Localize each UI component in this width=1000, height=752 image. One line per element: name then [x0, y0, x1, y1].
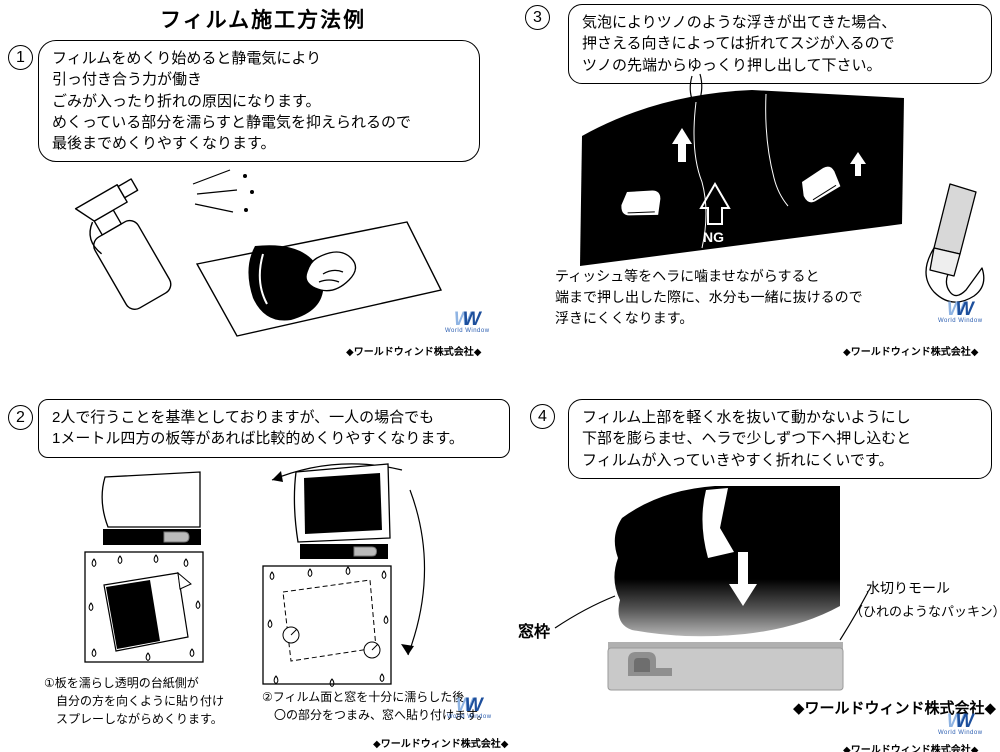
squeegee-icon	[802, 166, 841, 203]
world-window-mark: WW	[938, 712, 983, 731]
spray-bottle-icon	[74, 178, 172, 310]
window-frame-pointer-line	[554, 595, 616, 629]
logo-letter: W	[462, 309, 481, 330]
step2-number: 2	[8, 405, 33, 430]
squeegee-icon	[621, 190, 661, 216]
logo-subtext: World Window	[445, 328, 490, 334]
logo-letter: W	[464, 695, 483, 716]
door-panel-icon	[607, 642, 844, 691]
step3-instructions: 気泡によりツノのような浮きが出てきた場合、 押さえる向きによっては折れてスジが入…	[568, 4, 992, 84]
step4-instructions: フィルム上部を軽く水を抜いて動かないようにし 下部を膨らませ、ヘラで少しずつ下へ…	[568, 399, 992, 479]
tinted-window-icon	[580, 90, 904, 266]
company-name: ◆ワールドウィンド株式会社◆	[843, 347, 979, 358]
logo-letter: W	[946, 299, 965, 320]
pinch-point-icon	[363, 641, 381, 659]
ng-label: NG	[703, 229, 724, 245]
step2-caption-1: ①板を濡らし透明の台紙側が 自分の方を向くように貼り付け スプレーしながらめくり…	[44, 676, 225, 726]
board-with-film-icon	[293, 463, 391, 559]
step3-note: ティッシュ等をヘラに噛ませながらすると 端まで押し出した際に、水分も一緒に抜ける…	[555, 268, 863, 326]
world-window-mark: WW	[938, 300, 983, 319]
ng-arrow-icon: NG	[699, 182, 731, 245]
step1-spray-illustration	[74, 169, 443, 337]
logo-letter: W	[946, 711, 965, 732]
world-window-logo: WW World Window	[447, 696, 492, 720]
world-window-mark: WW	[445, 310, 490, 329]
world-window-mark: WW	[447, 696, 492, 715]
push-up-arrow-icon	[672, 128, 692, 162]
molding-sublabel: （ひれのようなパッキン）	[850, 604, 1000, 619]
logo-letter: W	[955, 711, 974, 732]
flip-arrow-icon	[401, 489, 426, 656]
step2-board-illustration-2	[262, 463, 426, 687]
window-panel-icon	[262, 565, 392, 685]
logo-letter: W	[453, 309, 472, 330]
world-window-logo: WW World Window	[445, 310, 490, 334]
molding-label: 水切りモール	[866, 580, 950, 596]
spray-mist-icon	[192, 169, 254, 213]
window-frame-label: 窓枠	[518, 624, 551, 641]
step1-instructions: フィルムをめくり始めると静電気により 引っ付き合う力が働き ごみが入ったり折れの…	[38, 40, 480, 163]
company-name: ◆ワールドウィンド株式会社◆	[843, 745, 979, 752]
tissue-squeegee-icon	[925, 183, 985, 303]
world-window-logo: WW World Window	[938, 300, 983, 324]
push-down-arrow-icon	[729, 552, 757, 606]
logo-letter: W	[955, 299, 974, 320]
molding-pointer-line	[839, 591, 869, 641]
world-window-logo: WW World Window	[938, 712, 983, 736]
squeegee-icon	[353, 546, 378, 557]
push-up-arrow-icon	[850, 152, 866, 176]
company-name-bold: ◆ワールドウィンド株式会社◆	[793, 700, 997, 717]
step3-number: 3	[525, 5, 550, 30]
film-sheet-icon	[103, 571, 192, 652]
squeegee-icon	[702, 488, 734, 558]
logo-subtext: World Window	[938, 730, 983, 736]
step1-number: 1	[8, 45, 33, 70]
company-name: ◆ワールドウィンド株式会社◆	[373, 739, 509, 750]
logo-letter: W	[455, 695, 474, 716]
board-icon	[101, 471, 201, 545]
crease-lines	[693, 93, 789, 249]
pinch-point-icon	[282, 626, 300, 644]
company-name: ◆ワールドウィンド株式会社◆	[346, 347, 482, 358]
squeegee-icon	[163, 531, 190, 543]
hand-icon	[305, 251, 357, 292]
logo-subtext: World Window	[938, 318, 983, 324]
step2-instructions: 2人で行うことを基準としておりますが、一人の場合でも 1メートル四方の板等があれ…	[38, 399, 510, 458]
page-title: フィルム施工方法例	[160, 9, 367, 32]
window-film-icon	[614, 486, 840, 637]
step4-number: 4	[530, 404, 555, 429]
logo-subtext: World Window	[447, 714, 492, 720]
step3-window-illustration: NG	[580, 73, 985, 303]
step2-caption-2: ②フィルム面と窓を十分に濡らした後 〇の部分をつまみ、窓へ貼り付けます。	[262, 690, 489, 722]
step4-door-illustration	[554, 486, 869, 691]
step2-board-illustration-1	[84, 471, 204, 663]
